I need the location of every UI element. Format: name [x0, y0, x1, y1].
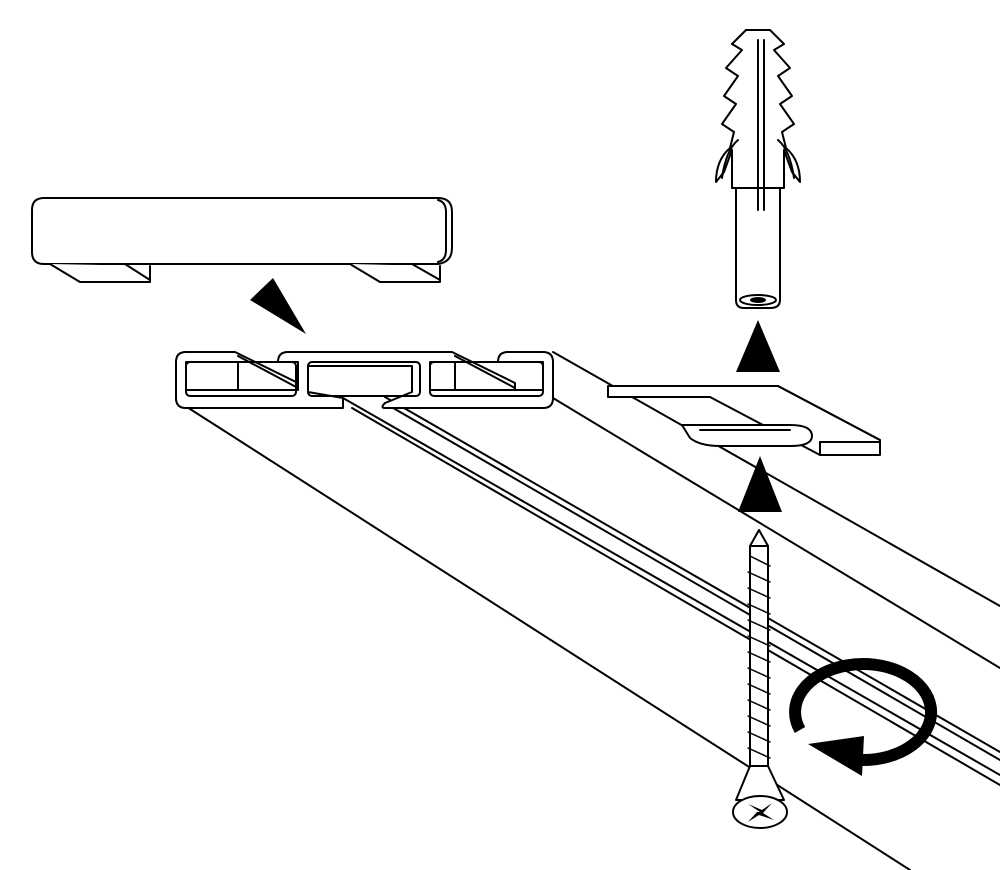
- rotation-arrow: [789, 658, 938, 776]
- end-cap-icon: [31, 197, 453, 283]
- plug-insert-arrow: [736, 320, 780, 372]
- screw-icon: [732, 529, 788, 829]
- rail-profile-icon: [175, 351, 554, 409]
- rail-track: [175, 351, 1000, 870]
- cap-insert-arrow: [250, 278, 306, 334]
- slotted-bracket-icon: [607, 385, 881, 456]
- screw-insert-arrow: [738, 456, 782, 512]
- wall-plug-icon: [715, 29, 801, 309]
